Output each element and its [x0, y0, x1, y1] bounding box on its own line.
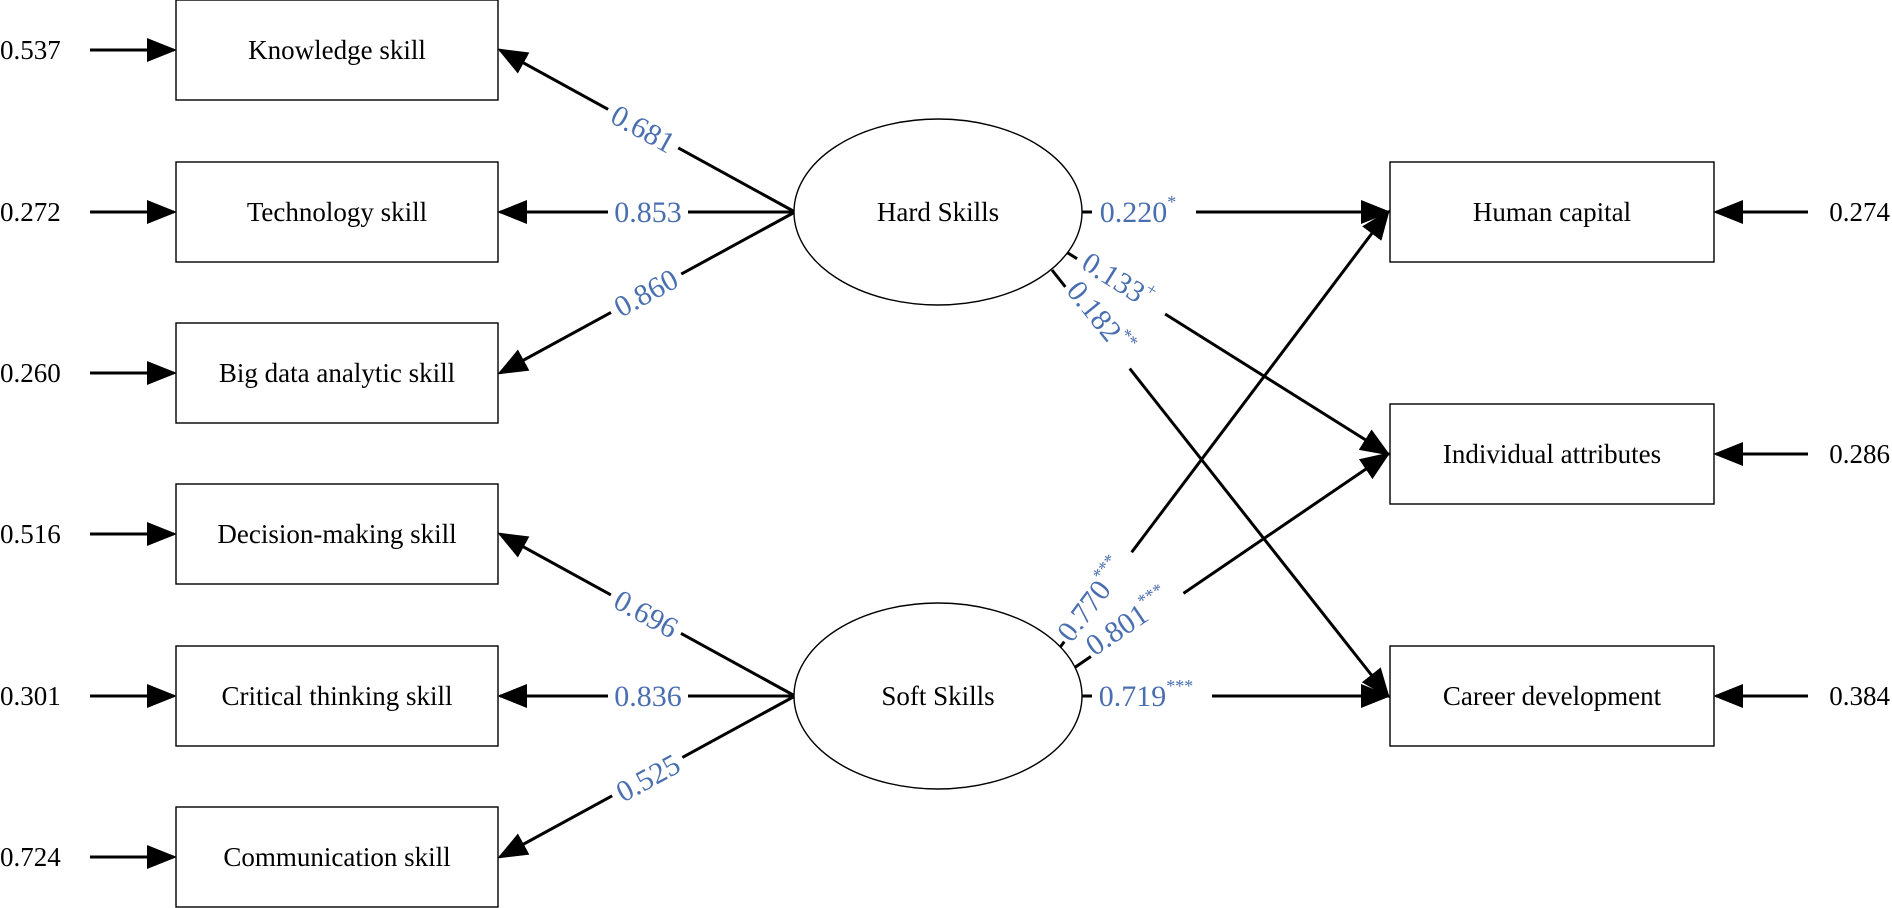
outcome-label-individual: Individual attributes	[1443, 439, 1661, 469]
loading-value-technology: 0.853	[614, 196, 682, 229]
loading-decision: 0.696	[602, 578, 691, 649]
error-value-bigdata: 0.260	[0, 358, 61, 388]
indicator-label-bigdata: Big data analytic skill	[219, 358, 455, 388]
error-value-technology: 0.272	[0, 197, 61, 227]
loading-knowledge: 0.681	[599, 93, 688, 164]
outcome-human-capital: Human capital	[1389, 161, 1715, 263]
svg-text:0.220*: 0.220*	[1100, 192, 1177, 229]
latent-soft-skills: Soft Skills	[793, 602, 1083, 790]
indicator-bigdata: Big data analytic skill	[175, 322, 499, 424]
loading-technology: 0.853	[608, 193, 688, 229]
error-value-individual: 0.286	[1829, 439, 1890, 469]
loading-communication: 0.525	[603, 742, 692, 813]
svg-text:0.719***: 0.719***	[1099, 676, 1194, 713]
loading-critical: 0.836	[608, 677, 688, 713]
error-value-decision: 0.516	[0, 519, 61, 549]
path-value-hard-human: 0.220	[1100, 196, 1168, 229]
edges	[90, 38, 1808, 869]
outcome-label-human: Human capital	[1473, 197, 1631, 227]
error-value-communication: 0.724	[0, 842, 61, 872]
error-value-human: 0.274	[1829, 197, 1890, 227]
path-sig-soft-career: ***	[1166, 676, 1193, 696]
path-value-soft-career: 0.719	[1099, 680, 1167, 713]
indicator-label-critical: Critical thinking skill	[222, 681, 453, 711]
indicator-critical: Critical thinking skill	[175, 645, 499, 747]
latent-label-soft: Soft Skills	[881, 681, 994, 711]
path-coef-hard-human: 0.220*	[1092, 192, 1196, 229]
path-sig-hard-human: *	[1167, 192, 1176, 212]
indicator-label-communication: Communication skill	[223, 842, 450, 872]
indicator-label-knowledge: Knowledge skill	[248, 35, 426, 65]
indicator-decision: Decision-making skill	[175, 483, 499, 585]
indicator-label-technology: Technology skill	[247, 197, 427, 227]
indicator-knowledge: Knowledge skill	[175, 0, 499, 101]
loading-bigdata: 0.860	[601, 257, 690, 328]
error-value-knowledge: 0.537	[0, 35, 61, 65]
loading-value-critical: 0.836	[614, 680, 682, 713]
indicator-technology: Technology skill	[175, 161, 499, 263]
indicator-label-decision: Decision-making skill	[217, 519, 456, 549]
error-value-career: 0.384	[1829, 681, 1890, 711]
indicator-communication: Communication skill	[175, 806, 499, 908]
error-value-critical: 0.301	[0, 681, 61, 711]
outcome-label-career: Career development	[1443, 681, 1662, 711]
outcome-individual-attributes: Individual attributes	[1389, 403, 1715, 505]
path-coef-soft-career: 0.719***	[1092, 676, 1212, 713]
outcome-career-development: Career development	[1389, 645, 1715, 747]
latent-hard-skills: Hard Skills	[793, 118, 1083, 306]
latent-label-hard: Hard Skills	[877, 197, 999, 227]
